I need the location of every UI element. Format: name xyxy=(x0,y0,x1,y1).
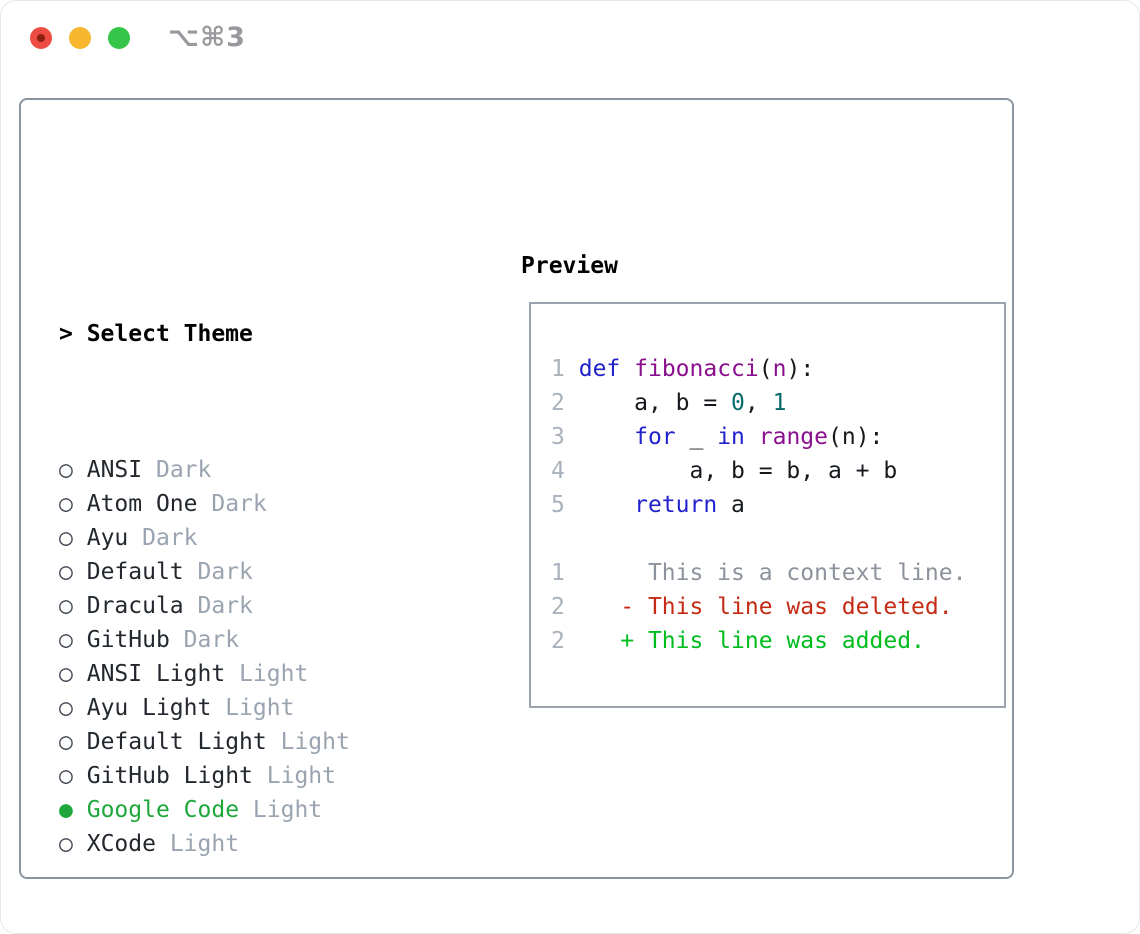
close-button[interactable] xyxy=(30,27,52,49)
theme-variant: Light xyxy=(225,695,295,721)
theme-picker-panel: >Select Theme ○ ANSI Dark○ Atom One Dark… xyxy=(19,98,1014,879)
theme-name: ANSI Light xyxy=(86,661,226,687)
theme-option-github[interactable]: ○ GitHub Dark xyxy=(59,623,447,657)
theme-variant: Light xyxy=(266,763,336,789)
theme-variant: Light xyxy=(239,661,309,687)
theme-variant: Dark xyxy=(197,593,253,619)
radio-unselected-icon: ○ xyxy=(59,831,73,857)
theme-option-github-light[interactable]: ○ GitHub Light Light xyxy=(59,759,447,793)
radio-unselected-icon: ○ xyxy=(59,457,73,483)
preview-code-line: 2 + This line was added. xyxy=(551,628,925,654)
line-number: 4 xyxy=(551,458,565,484)
radio-unselected-icon: ○ xyxy=(59,593,73,619)
theme-variant: Dark xyxy=(183,627,240,653)
left-column: >Select Theme ○ ANSI Dark○ Atom One Dark… xyxy=(59,249,447,933)
theme-name: Ayu xyxy=(86,525,129,551)
theme-name: Google Code xyxy=(86,797,240,823)
theme-name: Atom One xyxy=(86,491,198,517)
line-number: 3 xyxy=(551,424,565,450)
theme-variant: Light xyxy=(252,797,323,823)
preview-pane: 1 def fibonacci(n): 2 a, b = 0, 1 3 for _ … xyxy=(529,302,1006,708)
theme-name: Dracula xyxy=(86,593,184,619)
radio-unselected-icon: ○ xyxy=(59,695,73,721)
radio-unselected-icon: ○ xyxy=(59,763,73,789)
preview-code-line: 2 a, b = 0, 1 xyxy=(551,390,787,416)
select-theme-header-label: Select Theme xyxy=(86,321,253,347)
preview-code-line: 4 a, b = b, a + b xyxy=(551,458,898,484)
theme-variant: Dark xyxy=(211,491,267,517)
radio-unselected-icon: ○ xyxy=(59,491,73,517)
theme-variant: Light xyxy=(280,729,350,755)
radio-unselected-icon: ○ xyxy=(59,661,73,687)
preview-code: 1 def fibonacci(n): 2 a, b = 0, 1 3 for _ … xyxy=(531,304,1004,658)
theme-list: ○ ANSI Dark○ Atom One Dark○ Ayu Dark○ De… xyxy=(59,453,447,861)
line-number: 1 xyxy=(551,356,565,382)
theme-name: Ayu Light xyxy=(86,695,212,721)
theme-variant: Dark xyxy=(197,559,253,585)
preview-code-line: 2 - This line was deleted. xyxy=(551,594,953,620)
line-number: 2 xyxy=(551,628,565,654)
theme-option-ayu-light[interactable]: ○ Ayu Light Light xyxy=(59,691,447,725)
theme-option-xcode[interactable]: ○ XCode Light xyxy=(59,827,447,861)
title-bar: ⌥⌘3 xyxy=(1,1,1139,71)
theme-option-dracula[interactable]: ○ Dracula Dark xyxy=(59,589,447,623)
radio-unselected-icon: ○ xyxy=(59,627,73,653)
preview-code-line: 3 for _ in range(n): xyxy=(551,424,884,450)
theme-option-ansi[interactable]: ○ ANSI Dark xyxy=(59,453,447,487)
preview-code-line: 5 return a xyxy=(551,492,745,518)
theme-name: ANSI xyxy=(86,457,143,483)
theme-name: Default xyxy=(86,559,184,585)
radio-unselected-icon: ○ xyxy=(59,559,73,585)
radio-unselected-icon: ○ xyxy=(59,729,73,755)
theme-option-atom-one[interactable]: ○ Atom One Dark xyxy=(59,487,447,521)
theme-name: XCode xyxy=(86,831,156,857)
theme-name: GitHub xyxy=(86,627,170,653)
theme-name: Default Light xyxy=(86,729,267,755)
theme-option-ayu[interactable]: ○ Ayu Dark xyxy=(59,521,447,555)
theme-option-default-light[interactable]: ○ Default Light Light xyxy=(59,725,447,759)
theme-option-google-code[interactable]: ● Google Code Light xyxy=(59,793,447,827)
zoom-button[interactable] xyxy=(108,27,130,49)
window-shortcut-label: ⌥⌘3 xyxy=(168,22,246,53)
theme-variant: Light xyxy=(169,831,240,857)
radio-selected-icon: ● xyxy=(59,797,73,823)
preview-code-line: 1 def fibonacci(n): xyxy=(551,356,815,382)
line-number: 2 xyxy=(551,390,565,416)
theme-option-default[interactable]: ○ Default Dark xyxy=(59,555,447,589)
radio-unselected-icon: ○ xyxy=(59,525,73,551)
line-number: 1 xyxy=(551,560,565,586)
theme-name: GitHub Light xyxy=(86,763,253,789)
preview-code-line xyxy=(551,522,1004,556)
focus-caret: > xyxy=(59,321,73,347)
line-number: 5 xyxy=(551,492,565,518)
preview-code-line: 1 This is a context line. xyxy=(551,560,967,586)
preview-title: Preview xyxy=(521,253,618,279)
theme-variant: Dark xyxy=(142,525,198,551)
theme-variant: Dark xyxy=(155,457,212,483)
minimize-button[interactable] xyxy=(69,27,91,49)
line-number: 2 xyxy=(551,594,565,620)
select-theme-header: > Select Theme xyxy=(59,317,447,351)
theme-option-ansi-light[interactable]: ○ ANSI Light Light xyxy=(59,657,447,691)
